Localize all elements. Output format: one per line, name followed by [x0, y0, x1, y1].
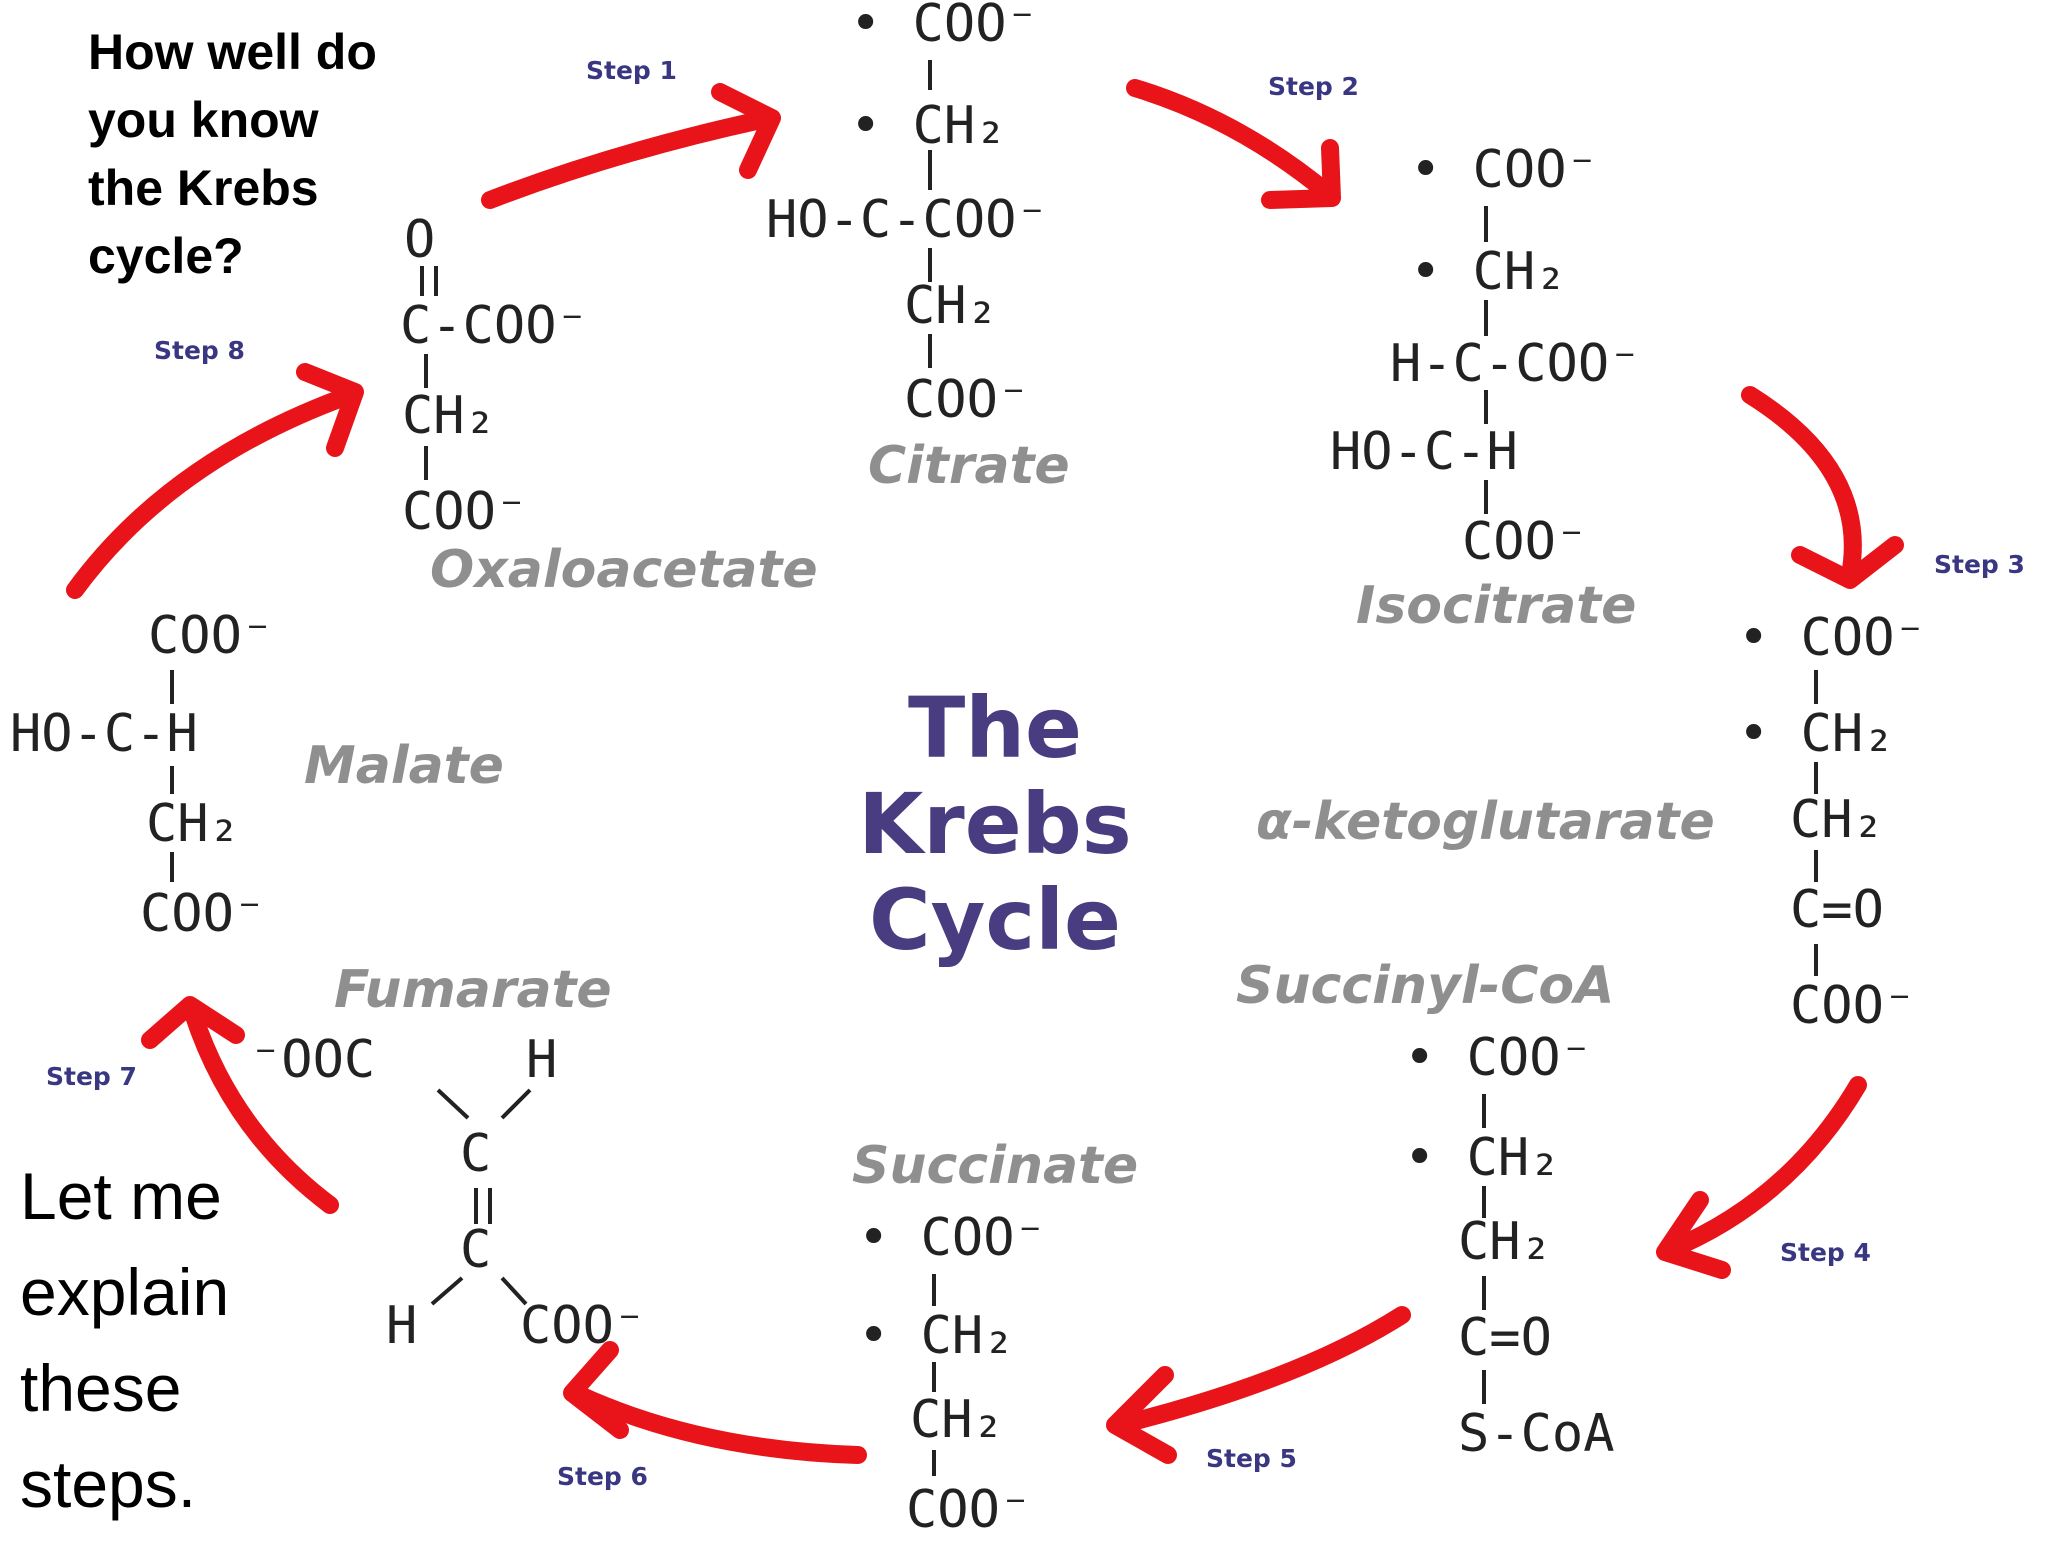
- arrow-step-7-head: [141, 996, 245, 1049]
- arrow-step-8: [66, 386, 359, 599]
- arrow-step-1: [481, 109, 779, 209]
- malate-label: Malate: [304, 736, 504, 796]
- arrow-step-4: [1661, 1076, 1867, 1259]
- aketoglutarate-label: α-ketoglutarate: [1256, 792, 1715, 852]
- succinate-label: Succinate: [852, 1136, 1139, 1196]
- step-8-label: Step 8: [154, 336, 245, 365]
- arrow-step-3-head: [1791, 536, 1904, 589]
- step-2-label: Step 2: [1268, 72, 1359, 101]
- arrow-step-6-head: [563, 1341, 629, 1439]
- center-title: The Krebs Cycle: [858, 679, 1132, 969]
- arrow-step-2: [1126, 79, 1339, 204]
- arrow-step-5-head: [1106, 1366, 1177, 1464]
- explain-text: Let me explain these steps.: [20, 1159, 230, 1521]
- step-4-label: Step 4: [1780, 1238, 1871, 1267]
- step-7-label: Step 7: [46, 1062, 137, 1091]
- isocitrate-label: Isocitrate: [1356, 576, 1637, 636]
- step-6-label: Step 6: [557, 1462, 648, 1491]
- fumarate-label: Fumarate: [334, 960, 612, 1020]
- step-1-label: Step 1: [586, 56, 677, 85]
- arrow-step-4-head: [1656, 1191, 1731, 1279]
- question-text: How well do you know the Krebs cycle?: [88, 24, 377, 284]
- arrow-step-6: [571, 1386, 867, 1464]
- arrow-step-1-head: [711, 83, 781, 179]
- oxaloacetate-label: Oxaloacetate: [430, 540, 818, 600]
- arrow-step-3: [1741, 386, 1862, 584]
- arrow-step-8-head: [296, 363, 364, 457]
- arrow-step-2-head: [1261, 139, 1341, 209]
- succinylcoa-label: Succinyl-CoA: [1236, 956, 1615, 1016]
- arrow-step-5: [1111, 1306, 1411, 1434]
- step-5-label: Step 5: [1206, 1444, 1297, 1473]
- step-3-label: Step 3: [1934, 550, 2025, 579]
- citrate-label: Citrate: [868, 436, 1070, 496]
- fumarate-bonds: [430, 1088, 532, 1306]
- arrow-step-7: [183, 1001, 339, 1214]
